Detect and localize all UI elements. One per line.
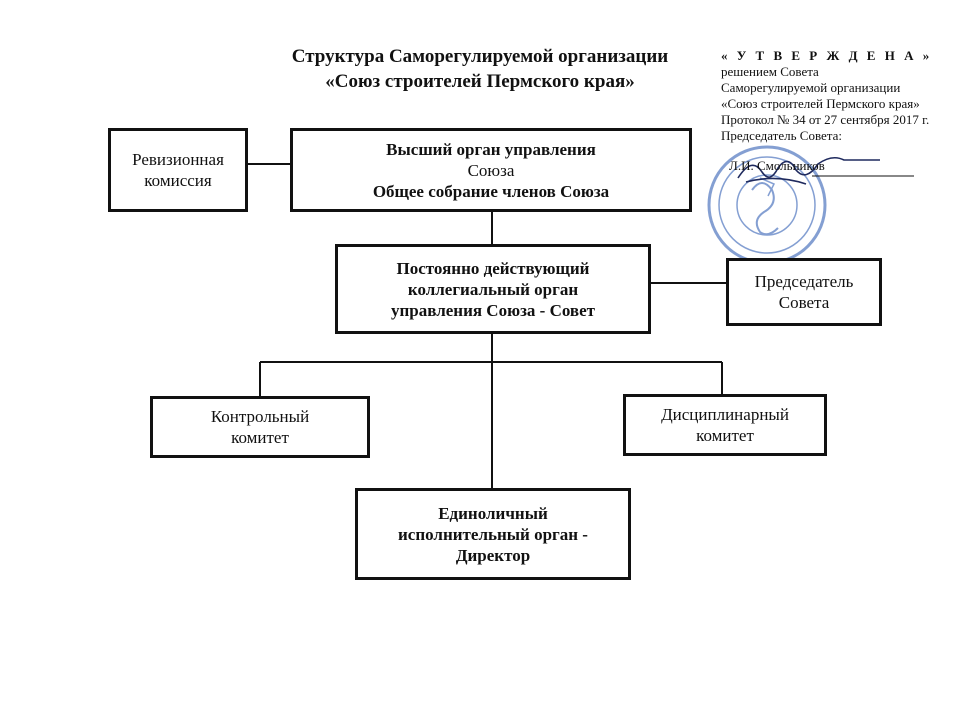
approval-line-3: «Союз строителей Пермского края» [721,96,920,111]
node-supreme-line-3: Общее собрание членов Союза [372,181,610,201]
node-director: Единоличный исполнительный орган - Дирек… [355,488,631,580]
approval-line-2: Саморегулируемой организации [721,80,901,95]
node-council-line-1: Постоянно действующий [396,258,590,278]
approval-block: « У Т В Е Р Ж Д Е Н А » решением Совета … [721,48,957,174]
node-supreme-line-2: Союза [467,160,515,180]
node-supreme-line-1: Высший орган управления [386,139,596,159]
node-control-line-2: комитет [231,428,289,447]
node-control-committee: Контрольный комитет [150,396,370,458]
node-director-line-3: Директор [455,545,531,565]
approval-line-5: Председатель Совета: [721,128,843,143]
node-council-line-3: управления Союза - Совет [390,300,596,320]
approval-signer: Л.И. Смольников [729,158,825,173]
node-council: Постоянно действующий коллегиальный орга… [335,244,651,334]
node-discipline-committee: Дисциплинарный комитет [623,394,827,456]
node-director-line-2: исполнительный орган - [398,524,588,544]
approval-line-4: Протокол № 34 от 27 сентября 2017 г. [721,112,930,127]
approval-heading: « У Т В Е Р Ж Д Е Н А » [721,48,933,63]
node-revision-commission: Ревизионная комиссия [108,128,248,212]
approval-line-1: решением Совета [721,64,819,79]
node-director-line-1: Единоличный [438,503,548,523]
node-discipline-line-1: Дисциплинарный [661,405,789,424]
node-council-line-2: коллегиальный орган [407,279,579,299]
node-control-line-1: Контрольный [210,407,310,426]
node-revision-line-2: комиссия [144,171,212,190]
node-revision-line-1: Ревизионная [132,150,224,169]
node-discipline-line-2: комитет [696,426,754,445]
node-supreme-body: Высший орган управления Союза Общее собр… [290,128,692,212]
page-title: Структура Саморегулируемой организации «… [240,44,720,94]
node-chairman-line-1: Председатель [754,272,854,291]
node-chairman-line-2: Совета [778,293,830,312]
title-line-2: «Союз строителей Пермского края» [325,71,635,92]
title-line-1: Структура Саморегулируемой организации [291,46,669,67]
node-chairman: Председатель Совета [726,258,882,326]
